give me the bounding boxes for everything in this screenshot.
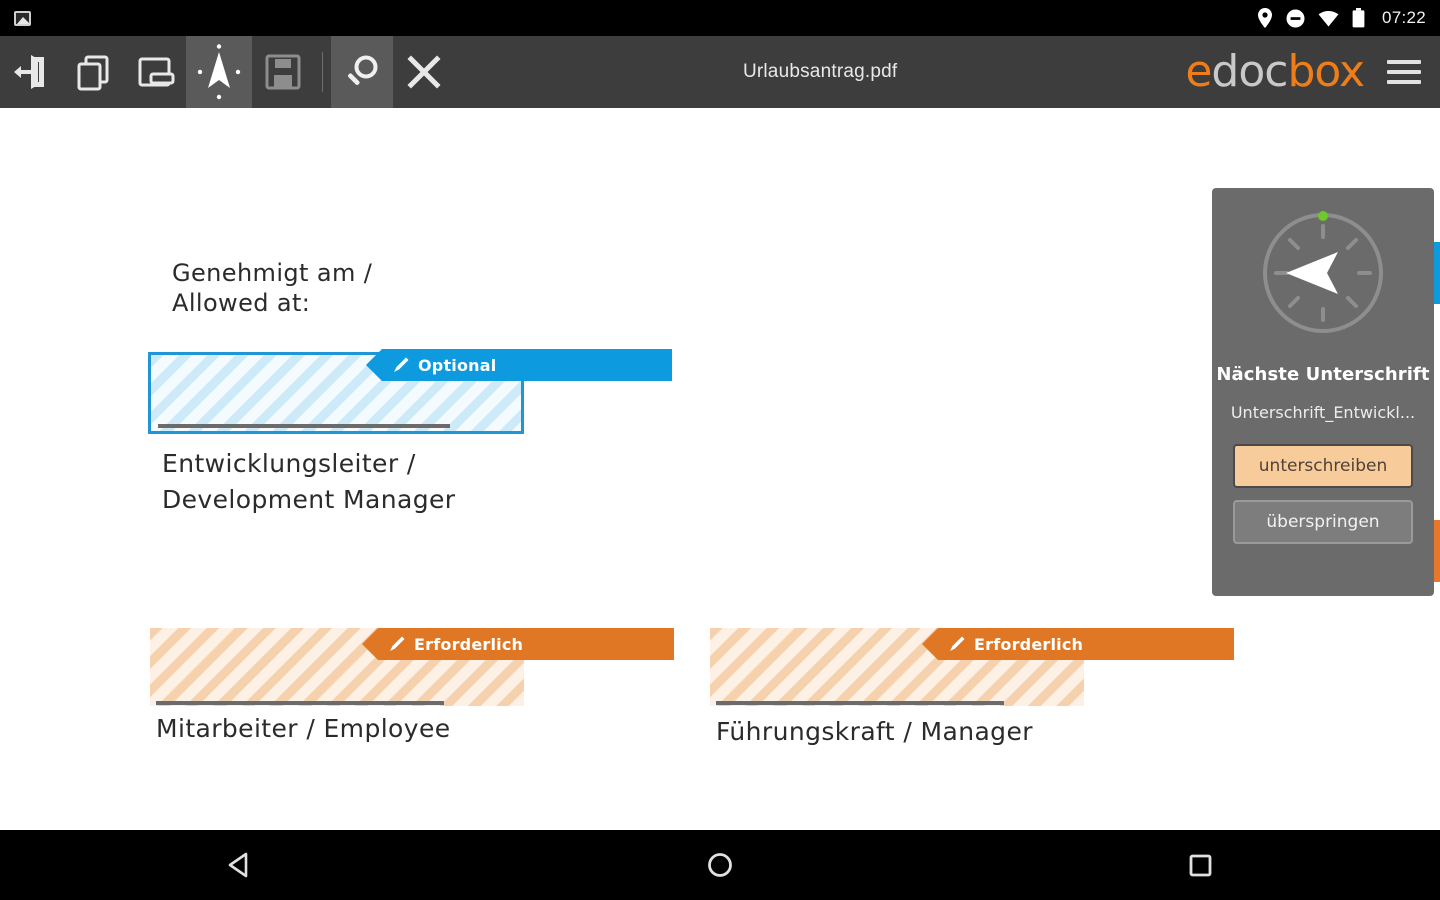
tag-label: Erforderlich	[974, 634, 1084, 654]
battery-icon	[1352, 8, 1365, 28]
panel-signature-name: Unterschrift_Entwickl...	[1230, 403, 1416, 422]
status-clock: 07:22	[1381, 8, 1426, 27]
hamburger-line	[1387, 80, 1421, 84]
approved-at-label: Genehmigt am / Allowed at:	[172, 259, 373, 317]
location-pin-icon	[1257, 8, 1272, 28]
pencil-icon	[390, 636, 405, 651]
signature-tag-required[interactable]: Erforderlich	[362, 628, 674, 660]
android-nav-bar	[0, 830, 1440, 900]
nav-home-button[interactable]	[480, 850, 960, 880]
screenshot-icon	[14, 10, 31, 26]
signature-field-employee[interactable]: Erforderlich	[150, 628, 674, 706]
do-not-disturb-icon	[1286, 9, 1305, 27]
field-label-employee: Mitarbeiter / Employee	[156, 714, 451, 743]
tag-label: Erforderlich	[414, 634, 524, 654]
pdf-document-canvas[interactable]: Genehmigt am / Allowed at: Optional Entw…	[0, 108, 1440, 830]
offscreen-marker-optional[interactable]	[1430, 242, 1440, 304]
magnifier-icon	[348, 55, 378, 85]
signature-baseline	[716, 701, 1004, 705]
field-label-development-manager: Entwicklungsleiter / Development Manager	[162, 449, 456, 514]
import-page-icon	[138, 57, 175, 87]
home-circle-icon	[708, 853, 732, 877]
compass-arrow-icon	[197, 44, 241, 100]
exit-door-icon	[14, 55, 44, 89]
panel-title: Nächste Unterschrift	[1216, 364, 1430, 385]
next-signature-panel: Nächste Unterschrift Unterschrift_Entwic…	[1212, 188, 1434, 596]
back-triangle-icon	[228, 852, 248, 878]
signature-field-manager[interactable]: Erforderlich	[710, 628, 1234, 706]
tag-label: Optional	[418, 355, 497, 375]
exit-document-button[interactable]	[0, 36, 62, 108]
wifi-icon	[1318, 10, 1339, 26]
import-button[interactable]	[124, 36, 186, 108]
save-button[interactable]	[252, 36, 314, 108]
document-title: Urlaubsantrag.pdf	[742, 61, 898, 82]
tag-background	[366, 349, 672, 381]
logo-part-doc: doc	[1211, 46, 1288, 97]
signature-field-development-manager[interactable]: Optional	[148, 349, 672, 434]
floppy-disk-icon	[265, 54, 301, 90]
navigate-button[interactable]	[186, 36, 252, 108]
pencil-icon	[950, 636, 965, 651]
copy-pages-icon	[77, 55, 109, 91]
signature-baseline	[156, 701, 444, 705]
skip-button[interactable]: überspringen	[1233, 500, 1413, 544]
zoom-button[interactable]	[331, 36, 393, 108]
signature-tag-optional[interactable]: Optional	[366, 349, 672, 381]
tag-background	[922, 628, 1234, 660]
signature-tag-required[interactable]: Erforderlich	[922, 628, 1234, 660]
status-system-icons: 07:22	[1257, 8, 1426, 28]
nav-back-button[interactable]	[0, 850, 480, 880]
pages-button[interactable]	[62, 36, 124, 108]
sign-button[interactable]: unterschreiben	[1233, 444, 1413, 488]
tag-background	[362, 628, 674, 660]
close-x-icon	[407, 55, 441, 89]
pencil-icon	[394, 357, 409, 372]
android-status-bar: 07:22	[0, 0, 1440, 36]
hamburger-line	[1387, 60, 1421, 64]
close-button[interactable]	[393, 36, 455, 108]
hamburger-line	[1387, 70, 1421, 74]
offscreen-marker-required[interactable]	[1430, 520, 1440, 582]
toolbar-separator	[322, 52, 323, 92]
field-label-manager: Führungskraft / Manager	[716, 717, 1033, 746]
status-notifications	[14, 10, 31, 26]
compass-indicator-dot	[1318, 211, 1328, 221]
compass-pointer-icon	[1258, 208, 1388, 338]
signature-baseline	[158, 424, 450, 428]
nav-recents-button[interactable]	[960, 850, 1440, 880]
logo-part-e: e	[1185, 46, 1212, 97]
logo-part-box: box	[1287, 46, 1365, 97]
recents-square-icon	[1189, 854, 1212, 877]
hamburger-menu-icon[interactable]	[1380, 36, 1440, 108]
